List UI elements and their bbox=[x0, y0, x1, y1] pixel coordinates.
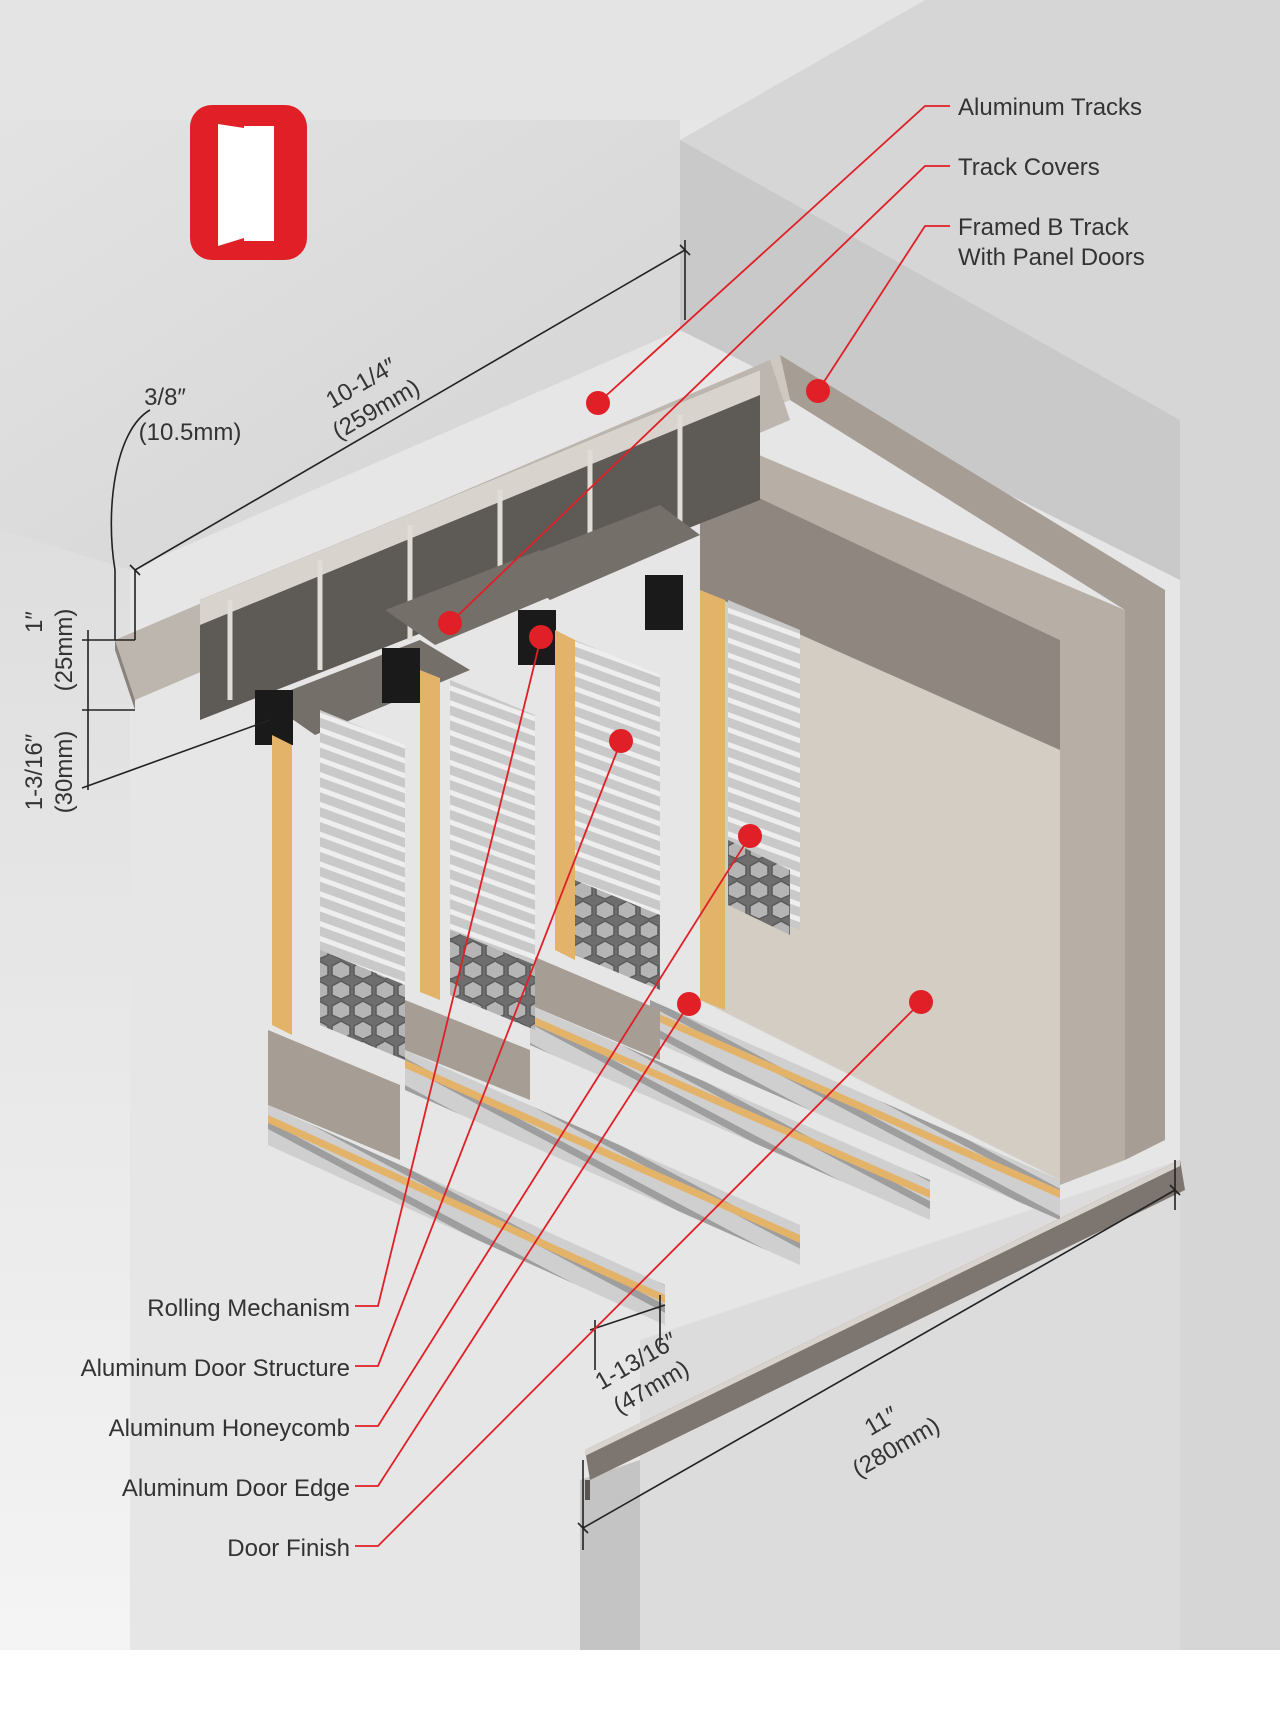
leader-aluminum-door-structure bbox=[355, 740, 622, 1367]
dim-3-8-imperial: 3/8″ bbox=[144, 384, 186, 411]
callout-aluminum-door-edge: Aluminum Door Edge bbox=[122, 1475, 350, 1502]
leader-aluminum-door-edge bbox=[355, 1003, 690, 1487]
callout-framed-b-track-line1: Framed B Track bbox=[958, 214, 1130, 241]
callout-rolling-mechanism: Rolling Mechanism bbox=[147, 1295, 350, 1322]
dim-1: 1″ (25mm) bbox=[21, 609, 78, 692]
callout-aluminum-honeycomb: Aluminum Honeycomb bbox=[109, 1415, 350, 1442]
target-dot-aluminum-honeycomb bbox=[738, 824, 762, 848]
dim-1-3-16: 1-3/16″ (30mm) bbox=[21, 731, 78, 814]
target-dot-aluminum-tracks bbox=[586, 391, 610, 415]
dimension-lines bbox=[81, 240, 1181, 1550]
dim-3-8-metric: (10.5mm) bbox=[139, 419, 242, 446]
leader-track-covers bbox=[449, 165, 950, 624]
door-panel-1 bbox=[268, 710, 665, 1325]
callout-aluminum-door-structure: Aluminum Door Structure bbox=[81, 1355, 350, 1382]
target-dot-framed-b-track bbox=[806, 379, 830, 403]
door-panel-4 bbox=[650, 590, 1060, 1220]
callout-aluminum-tracks: Aluminum Tracks bbox=[958, 94, 1142, 121]
leader-framed-b-track bbox=[817, 225, 950, 392]
door-panel-3 bbox=[530, 630, 930, 1220]
top-track-assembly bbox=[115, 360, 790, 745]
door-panel-2 bbox=[405, 670, 800, 1265]
callouts-right: Aluminum Tracks Track Covers Framed B Tr… bbox=[958, 94, 1145, 271]
door-logo-icon bbox=[190, 105, 307, 260]
leader-aluminum-tracks bbox=[597, 105, 950, 404]
bottom-track bbox=[585, 1160, 1185, 1500]
dim-1-3-16-imperial: 1-3/16″ bbox=[21, 733, 48, 810]
target-dot-door-finish bbox=[909, 990, 933, 1014]
dim-3-8: 3/8″ (10.5mm) bbox=[139, 384, 242, 446]
target-dot-track-covers bbox=[438, 611, 462, 635]
callouts-left: Rolling Mechanism Aluminum Door Structur… bbox=[81, 1295, 350, 1562]
callout-door-finish: Door Finish bbox=[227, 1535, 350, 1562]
callout-framed-b-track-line2: With Panel Doors bbox=[958, 244, 1145, 271]
target-dot-aluminum-door-edge bbox=[677, 992, 701, 1016]
callout-layer bbox=[355, 105, 950, 1547]
dim-1-metric: (25mm) bbox=[51, 609, 78, 692]
target-dot-aluminum-door-structure bbox=[609, 729, 633, 753]
dim-1-imperial: 1″ bbox=[21, 611, 48, 633]
callout-track-covers: Track Covers bbox=[958, 154, 1100, 181]
target-dot-rolling-mechanism bbox=[529, 625, 553, 649]
leader-door-finish bbox=[355, 1001, 922, 1547]
leader-aluminum-honeycomb bbox=[355, 835, 751, 1427]
leader-rolling-mechanism bbox=[355, 636, 542, 1307]
dim-1-3-16-metric: (30mm) bbox=[51, 731, 78, 814]
